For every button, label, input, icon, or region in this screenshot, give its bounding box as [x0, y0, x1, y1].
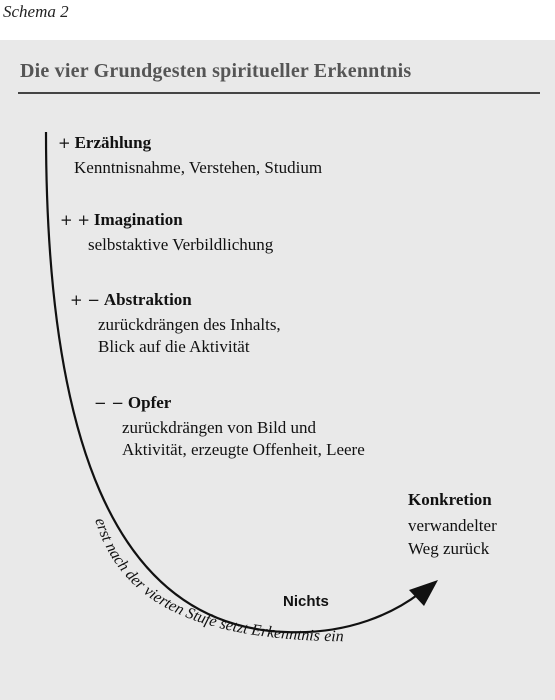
stage-sign: + − [70, 291, 100, 309]
diagram-panel [0, 40, 555, 700]
curve-caption: erst nach der vierten Stufe setzt Erkenn… [91, 516, 344, 645]
stage-description: selbstaktive Verbildlichung [88, 235, 274, 254]
stage-sign: − − [94, 394, 124, 412]
konkretion-description: Weg zurück [408, 539, 490, 558]
stage-abstraktion: + −Abstraktion zurückdrängen des Inhalts… [70, 290, 281, 358]
stage-imagination: + +Imagination selbstaktive Verbildlichu… [60, 210, 273, 256]
arrowhead [409, 580, 438, 606]
nadir-label: Nichts [283, 593, 329, 610]
u-curve [44, 131, 421, 634]
konkretion-title: Konkretion [408, 490, 492, 509]
stage-sign: + [58, 134, 71, 152]
stage-description: zurückdrängen des Inhalts, [98, 315, 281, 334]
stage-erzaehlung: +Erzählung Kenntnisnahme, Verstehen, Stu… [58, 133, 322, 179]
konkretion-description: verwandelter [408, 516, 497, 535]
stage-description: Kenntnisnahme, Verstehen, Studium [74, 158, 323, 177]
stage-name: Erzählung [74, 133, 152, 152]
stage-description: Blick auf die Aktivität [98, 337, 250, 356]
stage-opfer: − −Opfer zurückdrängen von Bild und Akti… [94, 393, 365, 461]
diagram-title: Die vier Grundgesten spiritueller Erkenn… [20, 60, 412, 82]
stage-name: Abstraktion [103, 290, 192, 309]
stage-description: zurückdrängen von Bild und [122, 418, 317, 437]
stage-konkretion: Konkretion verwandelter Weg zurück [408, 490, 497, 560]
stage-name: Imagination [93, 210, 183, 229]
stage-description: Aktivität, erzeugte Offenheit, Leere [122, 440, 365, 459]
stage-name: Opfer [127, 393, 172, 412]
stage-sign: + + [60, 211, 90, 229]
title-rule [18, 92, 540, 94]
figure-caption: Schema 2 [3, 2, 69, 21]
